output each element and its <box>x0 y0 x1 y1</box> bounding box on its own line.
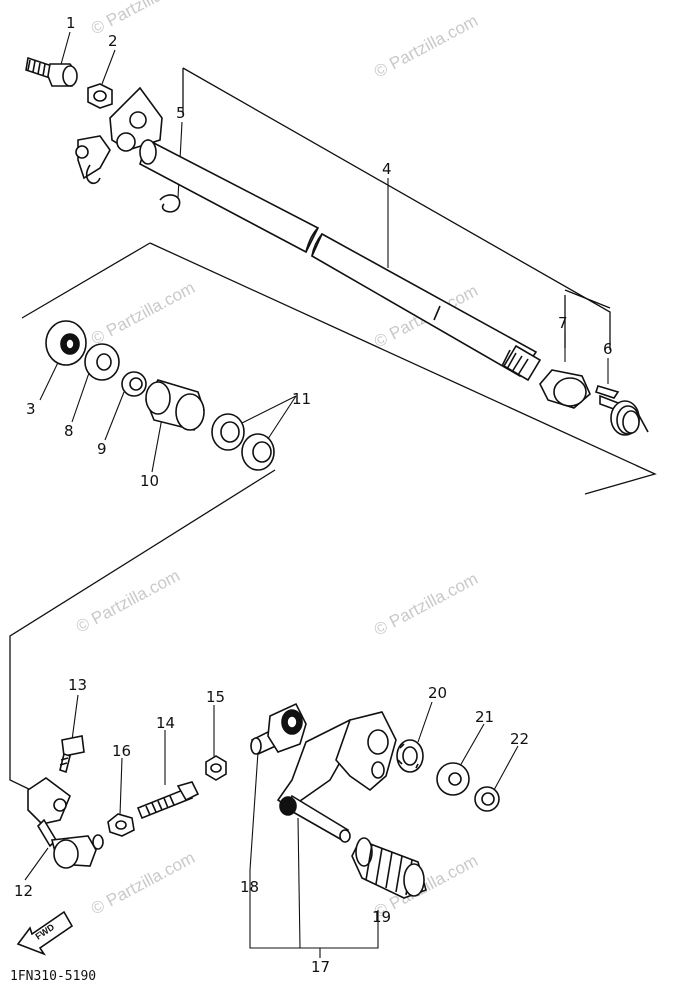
callout-1: 1 <box>66 14 76 32</box>
joint-part-18 <box>250 702 307 756</box>
callout-12: 12 <box>14 882 33 900</box>
oil-seal-part-3 <box>45 320 87 366</box>
callout-17: 17 <box>311 958 330 976</box>
shift-pedal-part-17 <box>276 711 397 843</box>
nut-part-16 <box>107 813 135 837</box>
nut-part-15 <box>205 755 227 781</box>
callout-15: 15 <box>206 688 225 706</box>
middle-parts <box>45 320 275 471</box>
leader-13 <box>71 694 79 741</box>
collar-part-10 <box>145 379 205 431</box>
callout-16: 16 <box>112 742 131 760</box>
callout-2: 2 <box>108 32 118 50</box>
spring-part-6 <box>594 385 649 436</box>
callout-11: 11 <box>292 390 311 408</box>
callout-14: 14 <box>156 714 175 732</box>
shaft-splines <box>501 344 542 382</box>
callout-5: 5 <box>176 104 186 122</box>
circlip-part-9 <box>121 371 147 397</box>
leader-11a <box>237 395 297 426</box>
circlip-part-22 <box>474 786 500 812</box>
leader-17 <box>297 817 301 949</box>
shift-arm-part-12 <box>27 777 104 869</box>
callout-8: 8 <box>64 422 74 440</box>
washer-part-8 <box>84 343 120 381</box>
circlip-part-5 <box>159 194 181 213</box>
leader-21 <box>459 723 485 767</box>
bearing-part-20 <box>396 739 424 773</box>
callout-20: 20 <box>428 684 447 702</box>
shift-pedal-assembly <box>27 702 500 899</box>
bearing-part-11b <box>241 433 275 471</box>
outline-mid-right <box>149 242 657 495</box>
outline-mid-left <box>21 242 151 319</box>
leader-2 <box>101 49 116 85</box>
callouts: 1 2 3 4 5 6 7 8 9 10 11 12 13 14 15 16 1… <box>14 14 613 976</box>
watermark: © Partzilla.com <box>371 569 481 640</box>
bushing-part-7 <box>539 369 591 409</box>
shift-arm <box>75 86 163 184</box>
watermark: © Partzilla.com <box>88 848 198 919</box>
shift-shaft-part-4 <box>139 138 542 382</box>
leader-1 <box>59 31 71 69</box>
callout-13: 13 <box>68 676 87 694</box>
callout-7: 7 <box>558 314 568 332</box>
nut-part-2 <box>87 83 113 109</box>
callout-3: 3 <box>26 400 36 418</box>
washer-part-21 <box>436 762 470 796</box>
outline-7-6 <box>564 289 611 309</box>
leader-12 <box>24 847 49 881</box>
callout-10: 10 <box>140 472 159 490</box>
bearing-part-11a <box>211 413 245 451</box>
leader-16 <box>119 757 123 816</box>
outline-upper <box>182 67 611 350</box>
watermark: © Partzilla.com <box>371 11 481 82</box>
leader-8 <box>71 369 91 423</box>
assembly-outlines <box>9 67 657 793</box>
leader-22 <box>493 745 519 791</box>
callout-6: 6 <box>603 340 613 358</box>
bolt-part-1 <box>25 56 78 87</box>
watermark: © Partzilla.com <box>88 0 198 39</box>
pedal-rubber-part-19 <box>351 837 427 899</box>
forward-arrow: FWD <box>16 910 74 956</box>
leader-20 <box>417 701 433 743</box>
rod-part-14 <box>136 781 200 820</box>
outline-lower <box>9 469 276 793</box>
part-code: 1FN310-5190 <box>10 969 96 984</box>
leader-18 <box>249 751 259 871</box>
shift-shaft-assembly <box>25 56 649 436</box>
leader-17-bracket <box>249 870 379 949</box>
bolt-part-13 <box>59 735 85 774</box>
callout-9: 9 <box>97 440 107 458</box>
watermark: © Partzilla.com <box>73 566 183 637</box>
leader-9 <box>104 391 125 441</box>
callout-22: 22 <box>510 730 529 748</box>
callout-19: 19 <box>372 908 391 926</box>
callout-18: 18 <box>240 878 259 896</box>
callout-21: 21 <box>475 708 494 726</box>
callout-4: 4 <box>382 160 392 178</box>
watermark: © Partzilla.com <box>88 278 198 349</box>
leader-10 <box>151 417 163 473</box>
